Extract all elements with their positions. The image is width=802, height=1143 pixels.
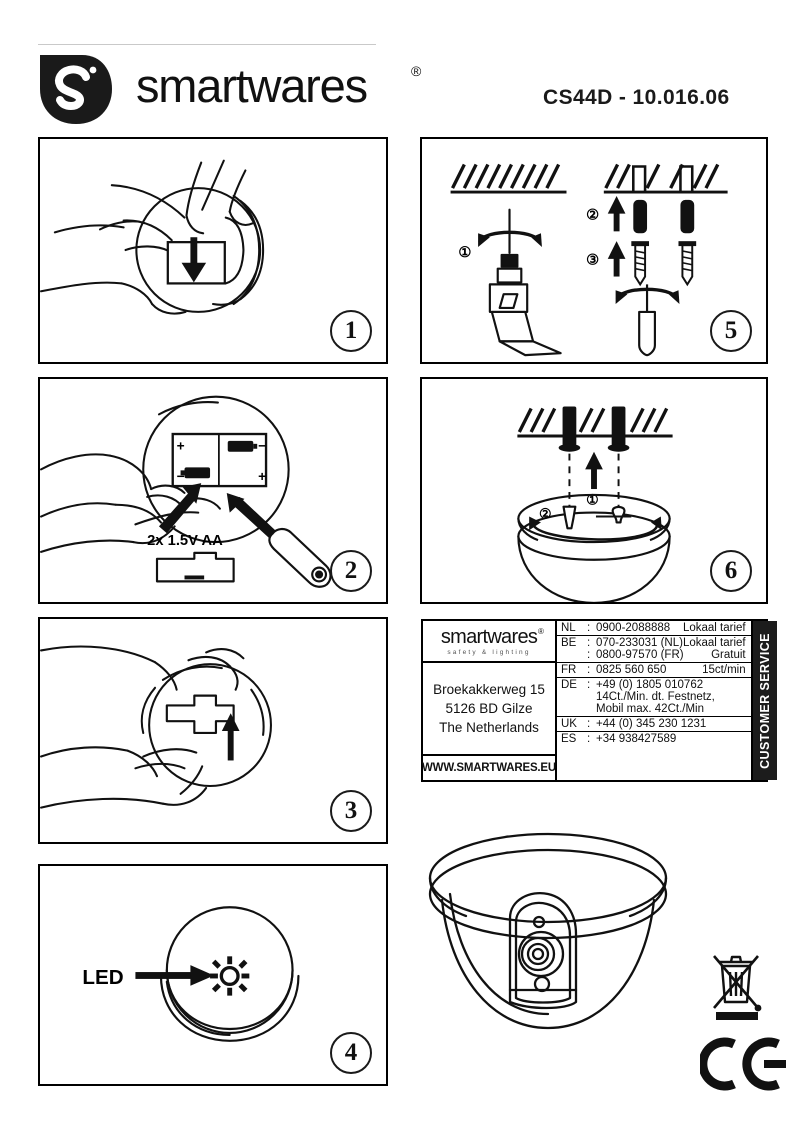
step-number-2: 2	[330, 550, 372, 592]
battery-spec-label: 2x 1.5V AA	[147, 533, 223, 549]
tariff-de-line-1: 14Ct./Min. dt. Festnetz,	[596, 691, 715, 703]
contact-brand: smartwares®	[440, 625, 544, 648]
address-line-1: Broekakkerweg 15	[433, 681, 545, 697]
step-panel-3: 3	[38, 617, 388, 844]
colon-be: :	[587, 637, 591, 649]
phone-nl: 0900-2088888	[596, 622, 671, 634]
address-line-3: The Netherlands	[439, 720, 539, 736]
company-address: Broekakkerweg 15 5126 BD Gilze The Nethe…	[423, 663, 555, 756]
step-panel-5: ① ②	[420, 137, 768, 364]
step-4-illustration: LED	[82, 906, 300, 1042]
step6-mark-2: ②	[539, 506, 551, 521]
phone-es: +34 938427589	[596, 733, 677, 745]
phone-row-uk: UK : +44 (0) 345 230 1231	[557, 717, 751, 732]
tariff-be-fr: Gratuit	[711, 649, 746, 661]
step-2-illustration: + − − + 2x 1.5V AA	[40, 395, 332, 588]
step-number-4: 4	[330, 1032, 372, 1074]
tariff-be-nl: Lokaal tarief	[682, 637, 746, 649]
product-dome-camera-illustration	[428, 832, 668, 1030]
tariff-fr: 15ct/min	[702, 664, 746, 676]
smartwares-logo-icon	[40, 55, 112, 124]
country-code-uk: UK	[561, 718, 577, 730]
phone-row-es: ES : +34 938427589	[557, 732, 751, 746]
customer-service-label: CUSTOMER SERVICE	[757, 632, 772, 769]
weee-bin-icon	[713, 955, 762, 1020]
tariff-de-line-2: Mobil max. 42Ct./Min	[596, 703, 705, 715]
svg-text:−: −	[177, 469, 185, 484]
colon-nl: :	[587, 622, 591, 634]
step-panel-4: LED 4	[38, 864, 388, 1086]
step-number-3: 3	[330, 790, 372, 832]
svg-text:+: +	[177, 439, 185, 454]
colon-de: :	[587, 679, 591, 691]
compliance-marks	[700, 950, 786, 1100]
colon-be-2: :	[587, 649, 591, 661]
colon-es: :	[587, 733, 591, 745]
led-sun-icon	[210, 956, 250, 996]
contact-tagline: safety & lighting	[447, 648, 531, 656]
company-website[interactable]: WWW.SMARTWARES.EU	[422, 762, 556, 774]
ce-mark-icon	[700, 1037, 786, 1091]
colon-fr: :	[587, 664, 591, 676]
phone-fr: 0825 560 650	[596, 664, 667, 676]
phone-number-table: NL : 0900-2088888 Lokaal tarief BE : 070…	[557, 621, 751, 780]
step-panel-1: 1	[38, 137, 388, 364]
step6-mark-1: ①	[586, 493, 598, 508]
step-3-illustration	[40, 645, 272, 809]
brand-wordmark: smartwares	[136, 59, 368, 112]
country-code-de: DE	[561, 679, 577, 691]
phone-uk: +44 (0) 345 230 1231	[596, 718, 707, 730]
country-code-nl: NL	[561, 622, 576, 634]
led-label: LED	[82, 966, 123, 989]
step-panel-6: ① ② 6	[420, 377, 768, 604]
customer-service-card: smartwares® safety & lighting Broekakker…	[421, 619, 777, 782]
svg-text:+: +	[258, 469, 266, 484]
step5-mark-2: ②	[586, 208, 599, 224]
phone-be-fr: 0800-97570 (FR)	[596, 649, 684, 661]
colon-uk: :	[587, 718, 591, 730]
company-info-block: smartwares® safety & lighting Broekakker…	[422, 621, 557, 780]
svg-text:−: −	[258, 439, 266, 454]
phone-be-nl: 070-233031 (NL)	[596, 637, 683, 649]
step-number-5: 5	[710, 310, 752, 352]
page-header: smartwares ® CS44D - 10.016.06	[0, 0, 802, 125]
brand-registered-mark: ®	[411, 63, 422, 79]
address-line-2: 5126 BD Gilze	[445, 700, 533, 716]
step-number-1: 1	[330, 310, 372, 352]
phone-de: +49 (0) 1805 010762	[596, 679, 704, 691]
phone-row-nl: NL : 0900-2088888 Lokaal tarief	[557, 621, 751, 636]
step-5-illustration: ① ②	[450, 163, 728, 357]
country-code-fr: FR	[561, 664, 577, 676]
country-code-be: BE	[561, 637, 577, 649]
step-1-illustration	[40, 159, 265, 315]
product-code: CS44D - 10.016.06	[543, 86, 730, 109]
phone-row-fr: FR : 0825 560 650 15ct/min	[557, 663, 751, 678]
phone-row-de: DE : +49 (0) 1805 010762 14Ct./Min. dt. …	[557, 678, 751, 717]
step-6-illustration: ① ②	[517, 406, 673, 602]
step5-mark-3: ③	[586, 253, 599, 269]
contact-brand-registered: ®	[537, 626, 544, 636]
phone-row-be: BE : 070-233031 (NL) Lokaal tarief : 080…	[557, 636, 751, 663]
country-code-es: ES	[561, 733, 577, 745]
contact-brand-text: smartwares	[440, 625, 538, 648]
step5-mark-1: ①	[458, 245, 471, 261]
step-panel-2: + − − + 2x 1.5V AA 2	[38, 377, 388, 604]
contact-logo: smartwares® safety & lighting	[423, 621, 555, 663]
step-number-6: 6	[710, 550, 752, 592]
customer-service-bar: CUSTOMER SERVICE	[750, 621, 777, 780]
tariff-nl: Lokaal tarief	[682, 622, 746, 634]
header-divider	[38, 44, 376, 45]
